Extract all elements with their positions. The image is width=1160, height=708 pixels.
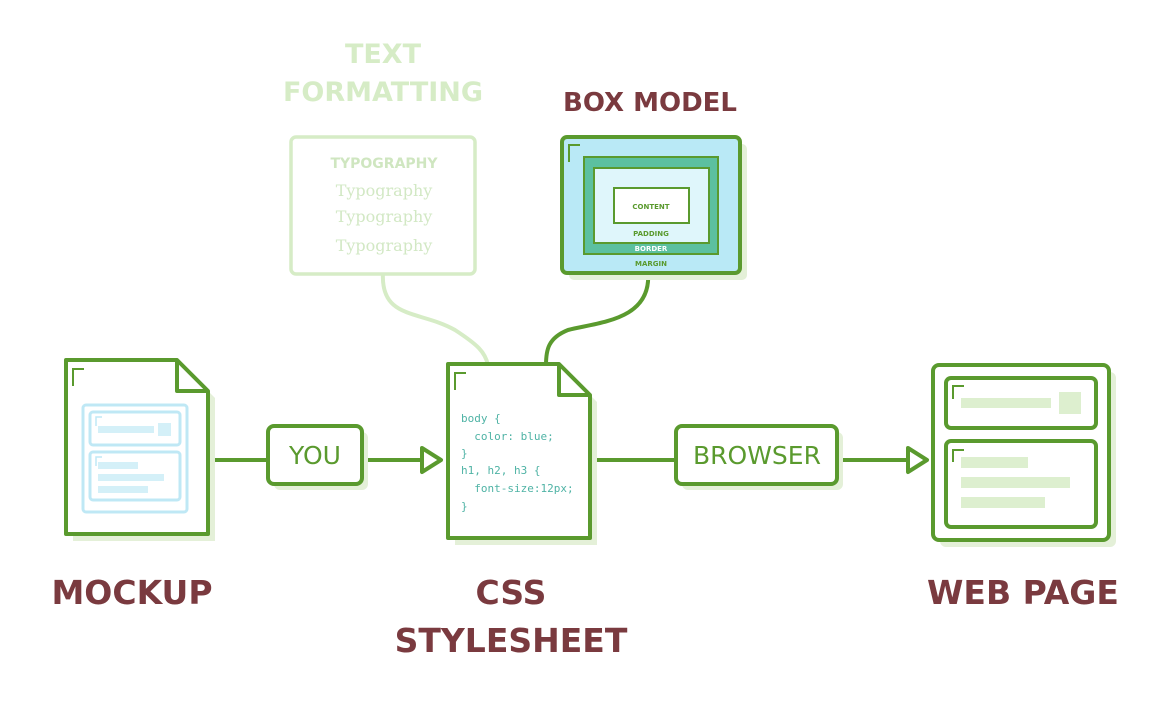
arrow-to-css-icon [420,446,443,474]
code-line-5: font-size:12px; [461,482,574,495]
mockup-document-icon [64,358,215,541]
text-formatting-title-line2: FORMATTING [283,77,483,108]
code-line-2: color: blue; [461,430,554,443]
box-model-illustration: CONTENT PADDING BORDER MARGIN [560,135,747,280]
code-line-4: h1, h2, h3 { [461,464,540,477]
text-formatting-connector [380,270,490,367]
box-model-margin-label: MARGIN [635,260,667,268]
typography-serif-sample-2: Typography [336,207,433,226]
css-document-icon: body { color: blue; } h1, h2, h3 { font-… [446,362,597,545]
web-page-label: WEB PAGE [927,573,1119,612]
code-line-3: } [461,447,468,460]
text-formatting-box: TYPOGRAPHY Typography Typography Typogra… [289,135,477,276]
you-pill: YOU [266,424,368,490]
web-page-icon [931,363,1116,547]
you-label: YOU [288,441,341,470]
code-line-6: } [461,500,468,513]
text-formatting-title-line1: TEXT [345,39,422,70]
box-model-connector [544,270,651,367]
box-model-content-label: CONTENT [632,203,669,211]
browser-label: BROWSER [693,441,821,470]
arrow-to-webpage-icon [906,446,929,474]
mockup-label: MOCKUP [51,573,212,612]
typography-serif-sample-3: Typography [336,236,433,255]
browser-pill: BROWSER [674,424,843,490]
box-model-border-label: BORDER [635,245,668,253]
css-label-line2: STYLESHEET [395,621,628,660]
css-label-line1: CSS [476,573,547,612]
typography-serif-sample-1: Typography [336,181,433,200]
box-model-title: BOX MODEL [563,88,737,118]
code-line-1: body { [461,412,501,425]
box-model-padding-label: PADDING [633,230,669,238]
typography-bold-sample: TYPOGRAPHY [330,156,438,172]
